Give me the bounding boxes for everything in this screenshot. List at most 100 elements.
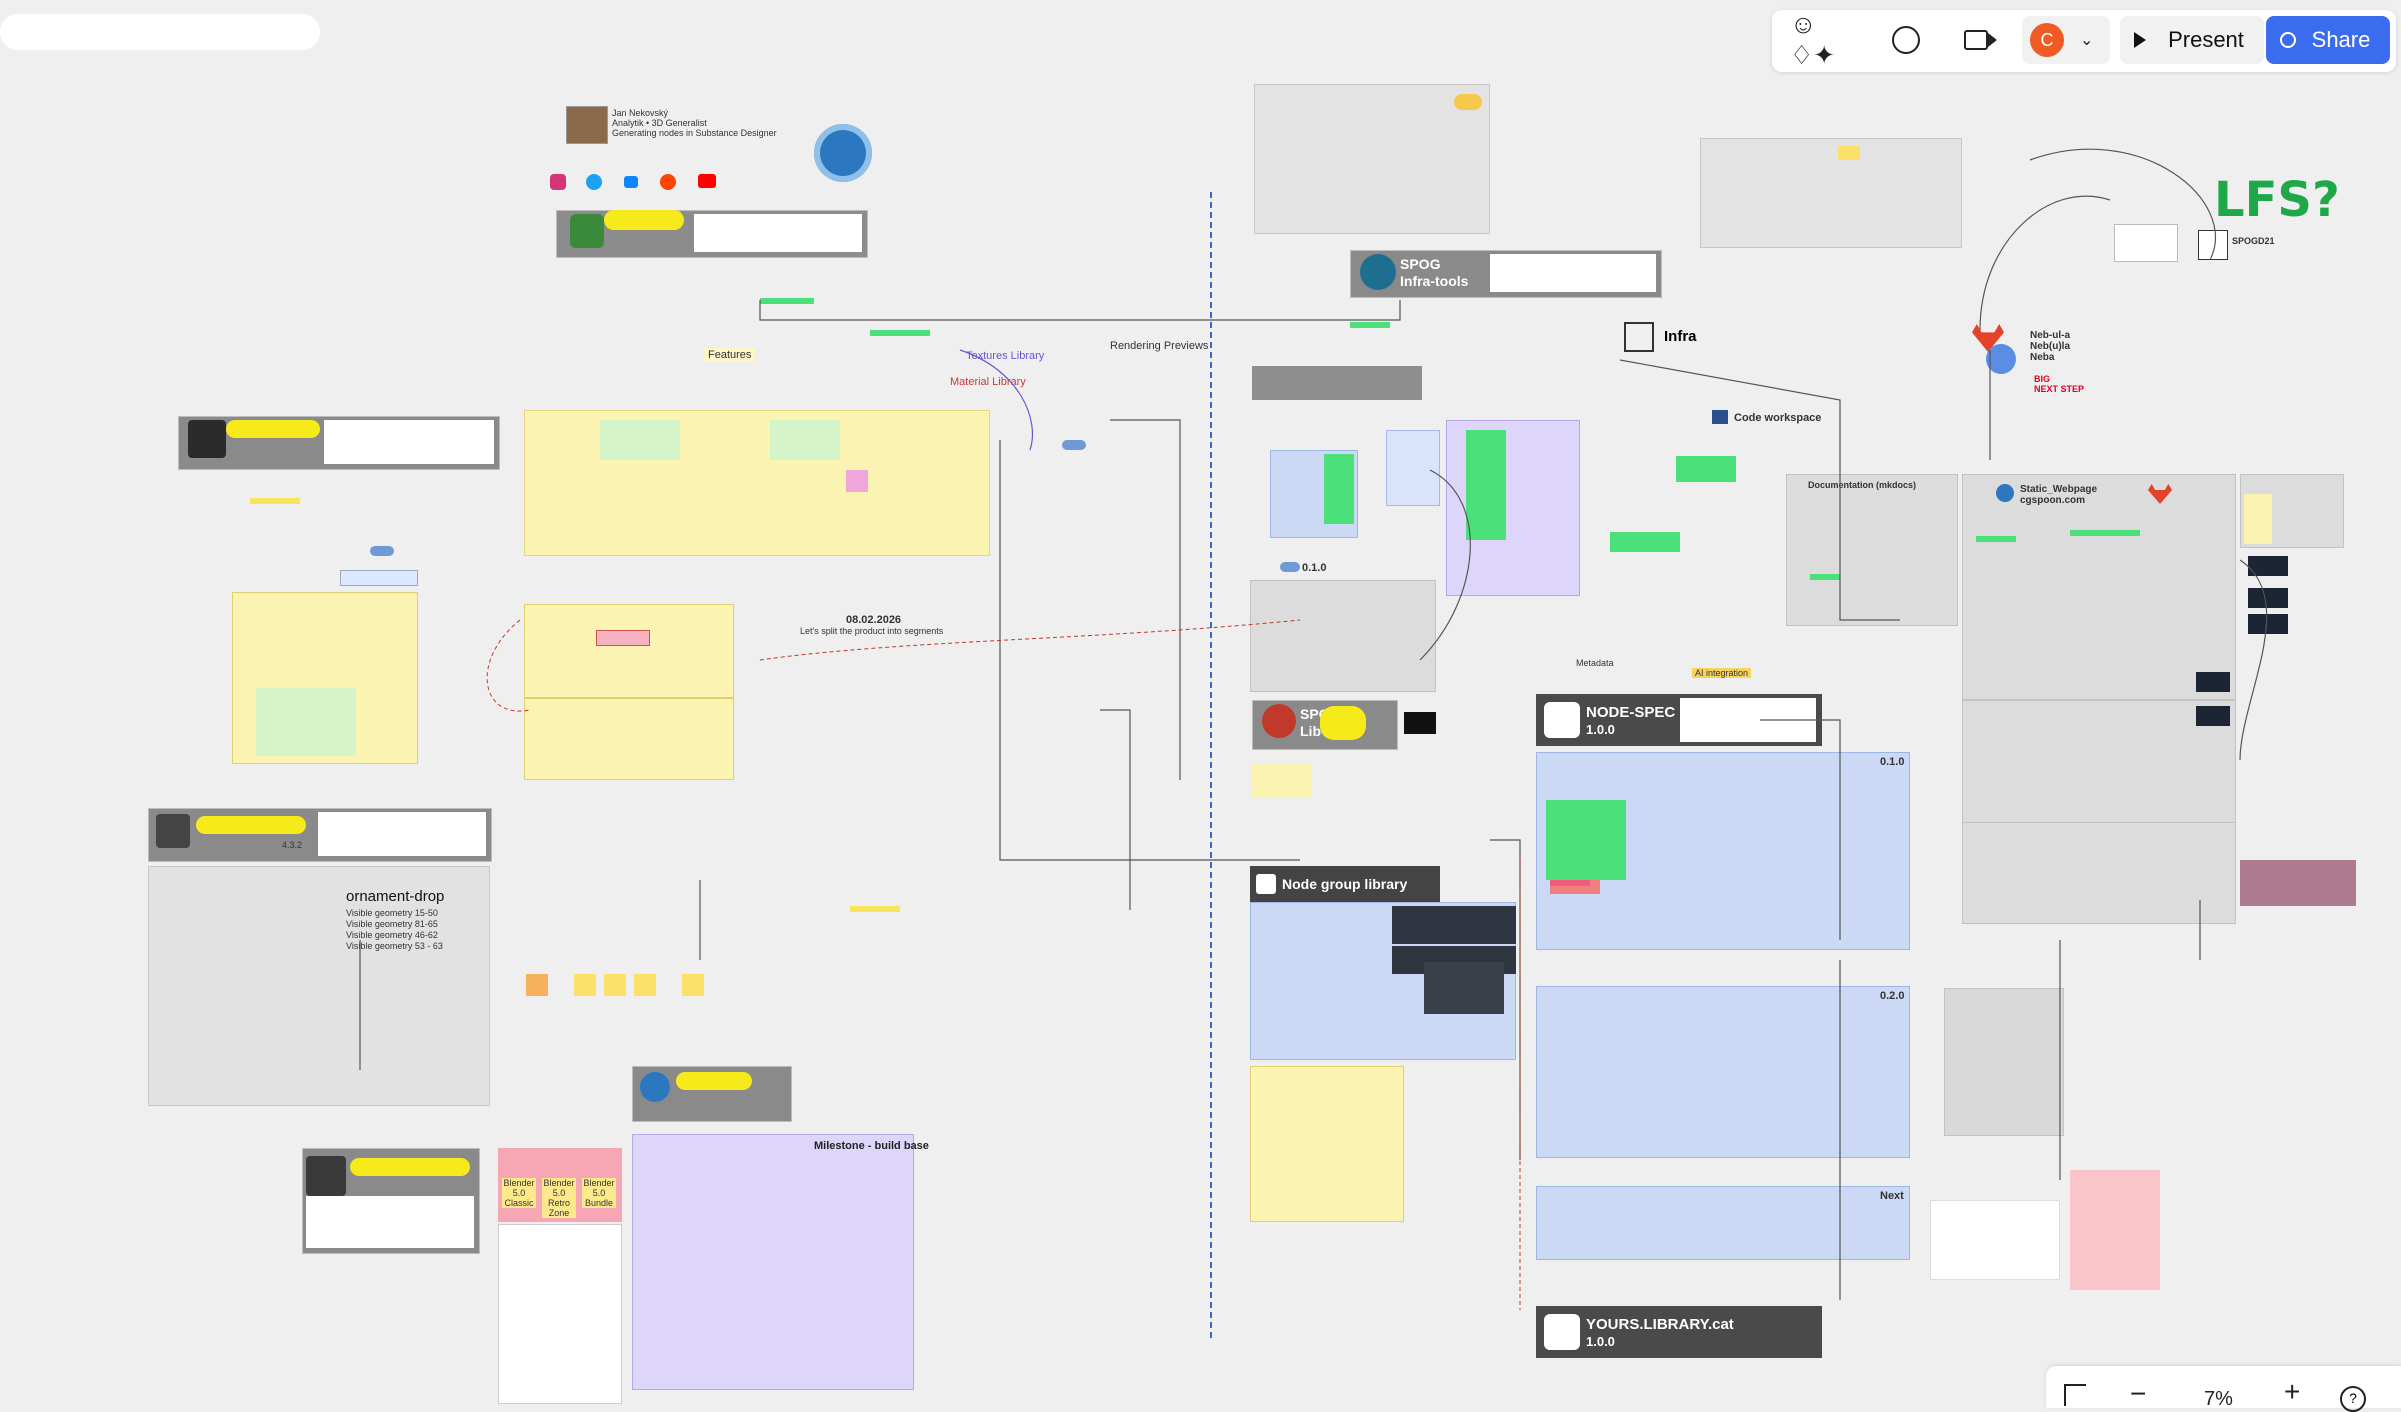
spog-lib-note bbox=[1252, 764, 1312, 798]
spog-infra-title: SPOG Infra-tools bbox=[1400, 256, 1469, 289]
ornament-line-0: Visible geometry 15-50 bbox=[346, 908, 438, 918]
node-bar bbox=[2070, 530, 2140, 536]
document-page bbox=[498, 1224, 622, 1404]
static-webpage-icon bbox=[1996, 484, 2014, 502]
gear-logo-icon bbox=[814, 124, 872, 182]
sticky-yellow-1[interactable] bbox=[574, 974, 596, 996]
nebula-icon bbox=[1986, 344, 2016, 374]
infra-title: Infra bbox=[1664, 328, 1697, 345]
ornament-line-3: Visible geometry 53 - 63 bbox=[346, 941, 443, 951]
center-grey-mid bbox=[1250, 580, 1436, 692]
node-bar bbox=[1976, 536, 2016, 542]
node-header-left-yellow bbox=[226, 420, 320, 438]
top-left-blob bbox=[0, 14, 320, 50]
node-group-library-icon bbox=[1256, 874, 1276, 894]
right-dark-thumb-4 bbox=[2196, 672, 2230, 692]
share-users-icon bbox=[2280, 32, 2296, 48]
center-grey-header bbox=[1252, 366, 1422, 400]
infra-icon bbox=[1624, 322, 1654, 352]
nebula-title: Neb-ul-a Neb(u)la Neba bbox=[2030, 330, 2070, 363]
comment-icon[interactable] bbox=[1892, 26, 1920, 54]
spogd-label: SPOGD21 bbox=[2232, 236, 2275, 246]
node-bar bbox=[1466, 430, 1506, 540]
ornament-header-white bbox=[318, 812, 486, 856]
node-group-sticky-yellow bbox=[1250, 1066, 1404, 1222]
rendering-previews-label: Rendering Previews bbox=[1110, 340, 1209, 352]
features-subframe-1 bbox=[600, 420, 680, 460]
node-header-left-white bbox=[324, 420, 494, 464]
sticky-yellow-4[interactable] bbox=[682, 974, 704, 996]
present-button[interactable]: Present bbox=[2120, 16, 2264, 64]
zoom-out-button[interactable]: − bbox=[2130, 1378, 2147, 1409]
youtube-icon[interactable] bbox=[698, 174, 716, 188]
video-icon[interactable] bbox=[1964, 30, 1988, 50]
material-library-label: Material Library bbox=[950, 376, 1026, 388]
right-lower-white bbox=[1930, 1200, 2060, 1280]
spog-drop-frame-2 bbox=[524, 698, 734, 780]
blender-card-0[interactable]: Blender 5.0 Classic bbox=[502, 1178, 536, 1208]
sticky-yellow-3[interactable] bbox=[634, 974, 656, 996]
avatar[interactable]: C bbox=[2030, 23, 2064, 57]
node-spec-version: 1.0.0 bbox=[1586, 722, 1615, 737]
share-button[interactable]: Share bbox=[2266, 16, 2390, 64]
zoom-level[interactable]: 7% bbox=[2204, 1388, 2233, 1410]
social-icons-row bbox=[550, 174, 720, 196]
top-node-icon bbox=[570, 214, 604, 248]
code-workspace-title: Code workspace bbox=[1734, 412, 1822, 424]
video-icon-lens bbox=[1988, 33, 1997, 47]
instagram-icon[interactable] bbox=[550, 174, 566, 190]
bluesky-icon[interactable] bbox=[624, 176, 638, 188]
sticky-orange[interactable] bbox=[526, 974, 548, 996]
blender-card-2[interactable]: Blender 5.0 Bundle bbox=[582, 1178, 616, 1208]
lfs-title: LFS? bbox=[2214, 172, 2340, 228]
right-lower-pink bbox=[2070, 1170, 2160, 1290]
sticky-yellow-2[interactable] bbox=[604, 974, 626, 996]
ornament-line-2: Visible geometry 46-62 bbox=[346, 930, 438, 940]
top-center-frame bbox=[1254, 84, 1490, 234]
milestone-frame bbox=[632, 1134, 914, 1390]
reactions-icon[interactable]: ☺♢✦ bbox=[1790, 9, 1836, 70]
node-bar bbox=[850, 906, 900, 912]
yours-library-icon bbox=[1544, 1314, 1580, 1350]
right-dark-thumb-5 bbox=[2196, 706, 2230, 726]
zoom-in-button[interactable]: + bbox=[2284, 1376, 2301, 1407]
center-blue-2 bbox=[1386, 430, 1440, 506]
node-bar bbox=[1550, 880, 1590, 886]
ai-integration-label: AI integration bbox=[1692, 668, 1752, 678]
node-spec-icon bbox=[1544, 702, 1580, 738]
fit-screen-icon[interactable] bbox=[2064, 1384, 2086, 1406]
top-right-frame bbox=[1700, 138, 1962, 248]
bottom-left-header-white bbox=[306, 1196, 474, 1248]
release-010-label: 0.1.0 bbox=[1302, 562, 1327, 574]
ornament-header-icon bbox=[156, 814, 190, 848]
textures-library-label: Textures Library bbox=[966, 350, 1045, 362]
spogd-card bbox=[2114, 224, 2178, 262]
blender-card-1[interactable]: Blender 5.0 Retro Zone bbox=[542, 1178, 576, 1218]
ornament-drop-frame bbox=[148, 866, 490, 1106]
share-button-label: Share bbox=[2311, 27, 2371, 52]
node-bar bbox=[370, 546, 394, 556]
yours-library-title: YOURS.LIBRARY.cat bbox=[1586, 1316, 1734, 1333]
bottom-left-icon bbox=[306, 1156, 346, 1196]
node-bar bbox=[1324, 454, 1354, 524]
node-bar bbox=[250, 498, 300, 504]
bottom-left-yellow bbox=[350, 1158, 470, 1176]
profile-card bbox=[566, 106, 608, 144]
node-bar bbox=[1676, 456, 1736, 482]
big-next-step: BIG NEXT STEP bbox=[2034, 374, 2085, 394]
node-spec-020-label: 0.2.0 bbox=[1880, 990, 1905, 1002]
static-webpage-title: Static_Webpage cgspoon.com bbox=[2020, 484, 2098, 506]
reddit-icon[interactable] bbox=[660, 174, 676, 190]
twitter-icon[interactable] bbox=[586, 174, 602, 190]
help-icon[interactable]: ? bbox=[2340, 1386, 2366, 1412]
node-group-library-title: Node group library bbox=[1282, 876, 1408, 892]
node-group-dark-panel bbox=[1392, 906, 1516, 944]
chevron-down-icon[interactable]: ⌄ bbox=[2080, 32, 2094, 49]
node-bar bbox=[1810, 574, 1840, 580]
documentation-title: Documentation (mkdocs) bbox=[1808, 480, 1917, 490]
spog-infra-header-white bbox=[1490, 254, 1656, 292]
node-bar bbox=[870, 330, 930, 336]
features-subframe-3 bbox=[846, 470, 868, 492]
code-workspace-icon bbox=[1712, 410, 1728, 424]
avatar-menu[interactable]: C ⌄ bbox=[2022, 16, 2110, 64]
